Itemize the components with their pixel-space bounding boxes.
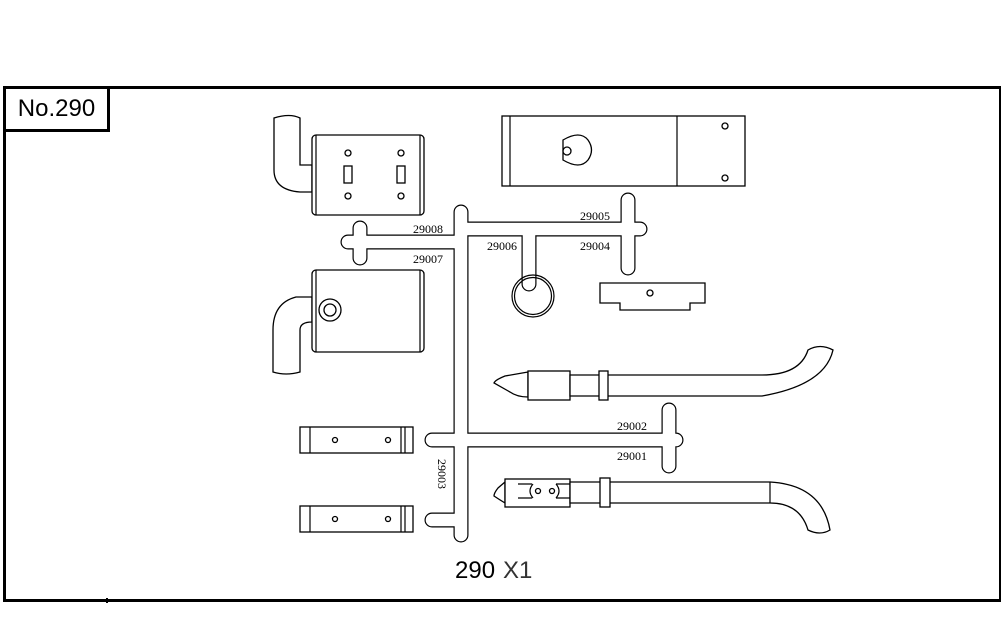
sprue-runner <box>340 192 684 543</box>
part-number-29006: 29006 <box>487 239 517 253</box>
part-number-29003: 29003 <box>435 459 449 489</box>
part-number-29007: 29007 <box>413 252 443 266</box>
part-number-29008: 29008 <box>413 222 443 236</box>
part-number-29005: 29005 <box>580 209 610 223</box>
ring-part <box>511 274 555 318</box>
part-number-29004: 29004 <box>580 239 610 253</box>
upper-exhaust-pipe-part <box>493 345 834 401</box>
bracket-part <box>599 282 706 311</box>
quantity-multiplier: X1 <box>503 557 533 584</box>
fuel-tank-part <box>272 269 425 375</box>
sheet-label: No.290 <box>3 86 110 132</box>
sheet-frame <box>3 86 1001 602</box>
clamp-part-upper <box>299 426 414 454</box>
quantity-part: 290 <box>455 557 496 584</box>
part-number-29002: 29002 <box>617 419 647 433</box>
lower-exhaust-pipe-part <box>493 477 831 534</box>
quantity-label: 290 X1 <box>455 557 532 585</box>
muffler-box-part <box>273 114 425 216</box>
part-number-29001: 29001 <box>617 449 647 463</box>
clamp-part-lower <box>299 505 414 533</box>
battery-box-part <box>501 115 746 187</box>
frame-tick <box>106 598 108 603</box>
